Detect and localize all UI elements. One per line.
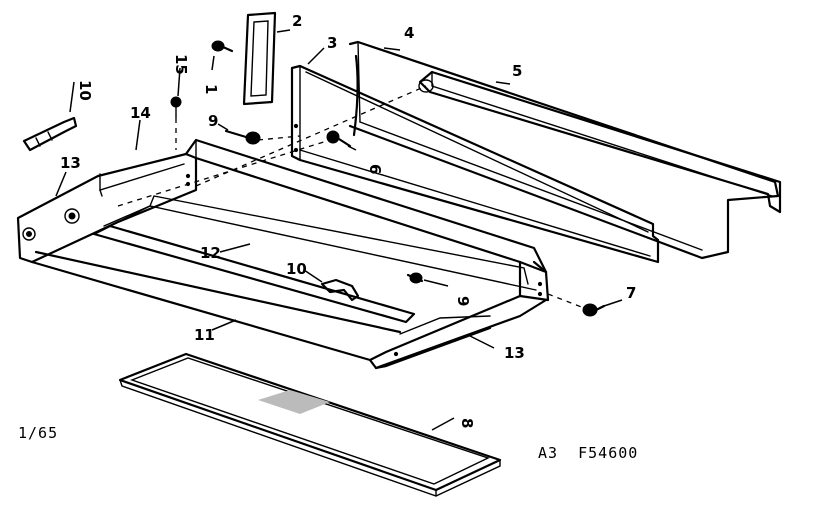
scale-caption: 1/65 [18, 424, 59, 442]
callout-9-upper: 9 [208, 112, 218, 130]
callout-4: 4 [404, 24, 414, 42]
callout-3: 3 [327, 34, 337, 52]
callout-8: 8 [458, 418, 476, 428]
part-7-screw [582, 303, 606, 317]
callout-10: 10 [286, 260, 307, 278]
callout-7: 7 [626, 284, 636, 302]
part-1-screw [211, 40, 234, 53]
drawing-code: A3 F54600 [538, 444, 639, 462]
part-9-screw-upper [224, 129, 261, 145]
part-13-left-end [16, 152, 198, 264]
callout-5: 5 [512, 62, 522, 80]
part-15-screw [170, 96, 182, 119]
callout-12: 12 [200, 244, 221, 262]
part-8-tray [118, 352, 502, 497]
part-6-screw [326, 130, 352, 148]
callout-2: 2 [292, 12, 302, 30]
part-2-frame [242, 11, 277, 106]
callout-16: 10 [76, 80, 94, 101]
callout-labels: 2 3 4 5 10 15 1 9 14 13 6 12 10 9 7 11 1… [60, 12, 636, 428]
part-11-pan-frame [30, 138, 550, 362]
callout-13-left: 13 [60, 154, 81, 172]
part-10-clip [320, 278, 360, 302]
part-4-back-panel [348, 40, 780, 260]
callout-9-lower: 9 [454, 296, 472, 306]
alignment-lines [117, 85, 585, 309]
leader-lines [55, 29, 623, 431]
callout-11: 11 [194, 326, 215, 344]
part-13-right-bracket [368, 298, 548, 370]
callout-13-right: 13 [504, 344, 525, 362]
callout-14: 14 [130, 104, 151, 122]
callout-1: 1 [202, 84, 220, 94]
part-5-rail [418, 70, 782, 214]
part-9-screw-lower [406, 272, 424, 284]
callout-6: 6 [366, 164, 384, 174]
part-3-bracket [290, 54, 660, 264]
callout-15: 15 [172, 54, 190, 75]
part-16-handle [22, 116, 78, 152]
